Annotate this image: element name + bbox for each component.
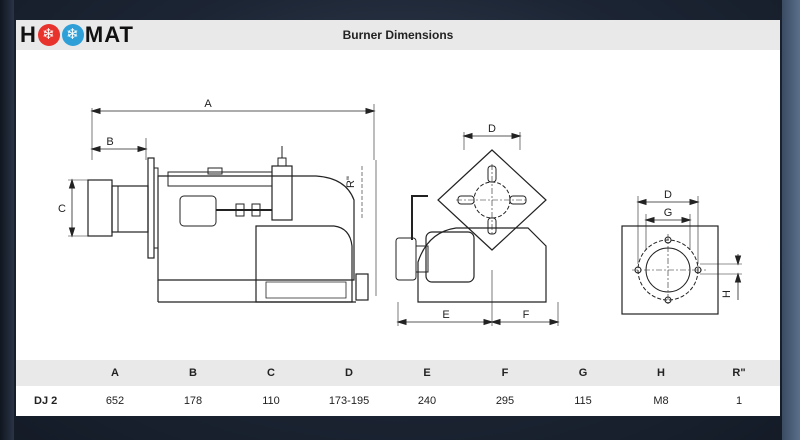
label-e: E xyxy=(442,309,449,321)
table-cell: 110 xyxy=(262,395,280,407)
logo-text: MAT xyxy=(84,22,134,47)
table-header-cell: E xyxy=(423,367,431,379)
table-header-cell: A xyxy=(111,367,119,379)
table-header-row: A B C D E F G H R" xyxy=(16,360,780,386)
dimensions-table: A B C D E F G H R" DJ 2 652 178 110 173-… xyxy=(16,358,780,416)
left-frame xyxy=(0,0,14,440)
dimensions-card: Burner Dimensions H MAT xyxy=(16,20,780,416)
table-cell: 240 xyxy=(417,395,437,407)
label-f: F xyxy=(523,309,530,321)
label-d-flange: D xyxy=(664,189,672,201)
header-bar: Burner Dimensions H MAT xyxy=(16,20,780,50)
label-c: C xyxy=(58,203,66,215)
table-cell: 178 xyxy=(183,395,203,407)
table-header-cell: G xyxy=(578,367,588,379)
table-cell: 115 xyxy=(574,395,592,407)
table-cell: 295 xyxy=(495,395,515,407)
burner-drawing: A B C R" D E F D G H xyxy=(58,98,742,326)
table-row: DJ 2 652 178 110 173-195 240 295 115 M8 … xyxy=(16,388,780,414)
table-header-cell xyxy=(16,360,76,386)
right-frame xyxy=(782,0,800,440)
table-cell: 652 xyxy=(105,395,125,407)
table-header-cell: C xyxy=(267,367,275,379)
table-header-cell: H xyxy=(657,367,665,379)
table-header-cell: B xyxy=(189,367,197,379)
brand-logo[interactable]: H MAT xyxy=(20,22,134,48)
snowflake-icon xyxy=(61,24,84,46)
label-h: H xyxy=(721,290,733,298)
page-title: Burner Dimensions xyxy=(342,28,454,42)
label-g: G xyxy=(664,207,673,219)
label-r: R" xyxy=(345,176,357,188)
table-cell: 1 xyxy=(735,395,743,407)
table-header-cell: F xyxy=(501,367,509,379)
table-header-cell: D xyxy=(345,367,353,379)
label-a: A xyxy=(204,98,212,110)
label-d-front: D xyxy=(488,123,496,135)
snowflake-icon xyxy=(37,24,60,46)
logo-letter-h: H xyxy=(20,22,37,47)
model-cell: DJ 2 xyxy=(34,395,58,407)
label-b: B xyxy=(106,136,113,148)
table-cell: 173-195 xyxy=(328,395,370,407)
table-cell: M8 xyxy=(653,395,669,407)
table-header-cell: R" xyxy=(732,367,746,379)
